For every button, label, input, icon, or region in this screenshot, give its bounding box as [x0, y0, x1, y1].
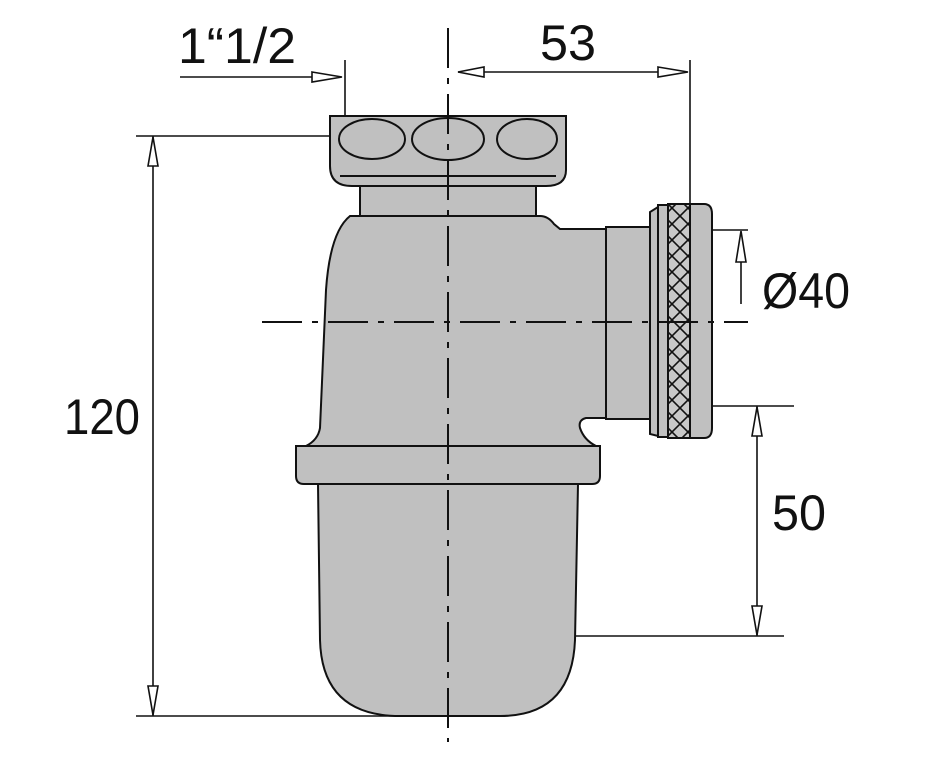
trap-body [295, 115, 713, 717]
arrow-right-icon [657, 66, 689, 78]
label-outlet-height: 50 [772, 485, 826, 541]
label-total-height: 120 [64, 389, 140, 445]
grip-oval-right [496, 118, 558, 160]
outlet-step [649, 205, 659, 438]
arrow-left-icon [457, 66, 485, 78]
collar-ring [295, 445, 601, 485]
arrow-up-icon [735, 230, 747, 263]
arrow-up-icon [147, 136, 159, 167]
dimension-lines [136, 60, 794, 717]
arrow-right-icon [311, 71, 343, 83]
center-lines [262, 28, 748, 742]
upper-body [305, 215, 609, 447]
outlet-flange-outer [689, 203, 713, 439]
bottom-cup [316, 483, 580, 717]
arrow-down-icon [751, 605, 763, 636]
arrow-up-icon [751, 406, 763, 437]
arrowheads [147, 66, 763, 716]
label-offset-53: 53 [540, 15, 596, 71]
label-outlet-diameter: Ø40 [762, 263, 850, 319]
arrow-down-icon [147, 685, 159, 716]
label-inlet-thread: 1“1/2 [178, 18, 296, 74]
grip-oval-left [338, 118, 406, 160]
